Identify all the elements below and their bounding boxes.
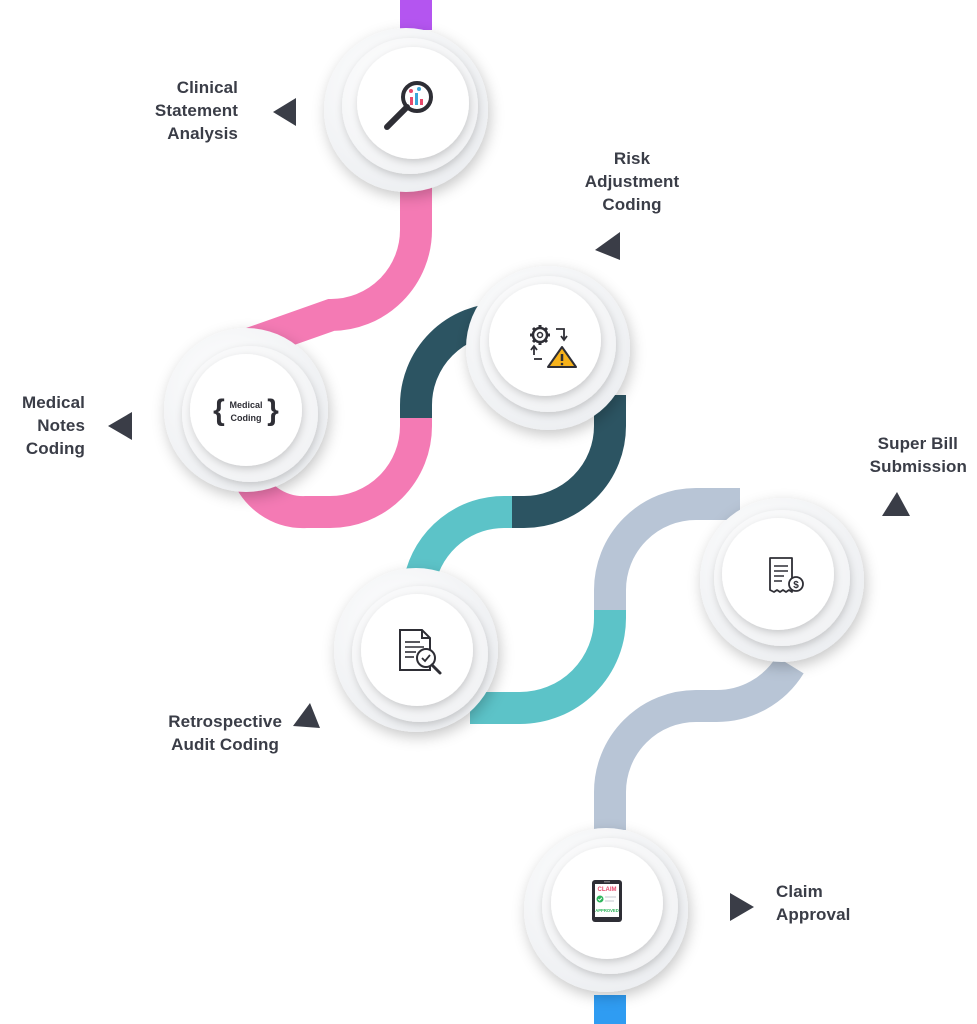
step-label-clinical-statement-analysis: Clinical Statement Analysis [130,76,238,145]
path-segment-pink-lower [230,418,432,529]
label-line: Submission [869,457,967,476]
label-line: Medical [21,393,85,412]
arrow-clinical-statement-analysis [273,98,296,126]
label-line: Statement [154,101,238,120]
step-node-clinical-statement-analysis [324,28,488,192]
step-node-risk-adjustment-coding [466,266,630,430]
medical-coding-braces-icon: { } Medical Coding [213,394,279,427]
label-line: Risk [613,149,651,168]
step-label-retrospective-audit-coding: Retrospective Audit Coding [140,710,282,756]
label-line: Claim [776,882,823,901]
step-label-medical-notes-coding: Medical Notes Coding [0,391,85,460]
label-line: Audit Coding [171,735,279,754]
arrow-retrospective-audit-coding [293,703,320,728]
step-node-claim-approval: CLAIM APPROVED [524,828,688,992]
path-segment-gray-lower [594,656,804,830]
step-node-retrospective-audit-coding [334,568,498,732]
icon-text-approved: APPROVED [595,908,619,913]
icon-text-medical: Medical [229,400,262,410]
arrow-medical-notes-coding [108,412,132,440]
label-line: Approval [776,905,851,924]
gear-warning-icon [530,325,577,368]
step-node-medical-notes-coding: { } Medical Coding [164,328,328,492]
pointer-arrows [108,98,910,921]
label-line: Clinical [176,78,238,97]
icon-text-coding: Coding [231,413,262,423]
arrow-claim-approval [730,893,754,921]
svg-text:$: $ [793,580,799,591]
icon-text-claim: CLAIM [598,887,617,893]
path-segment-pink-upper [240,185,432,361]
path-segment-teal-lower [470,610,626,724]
step-label-super-bill-submission: Super Bill Submission [846,432,967,478]
step-node-super-bill-submission: $ [700,498,864,662]
arrow-super-bill-submission [882,492,910,516]
receipt-dollar-icon: $ [769,557,804,593]
path-segment-dark-lower [512,395,626,528]
step-label-risk-adjustment-coding: Risk Adjustment Coding [572,147,692,216]
claim-approved-tablet-icon: CLAIM APPROVED [592,880,622,922]
path-segment-teal-upper [404,496,512,584]
label-line: Coding [602,195,662,214]
connector-path [230,0,804,1024]
step-label-claim-approval: Claim Approval [776,880,876,926]
label-line: Coding [25,439,85,458]
arrow-risk-adjustment-coding [595,232,620,260]
magnifier-chart-icon [384,81,433,130]
svg-text:{: { [213,394,225,427]
label-line: Notes [37,416,85,435]
svg-text:}: } [267,394,279,427]
label-line: Super Bill [877,434,958,453]
label-line: Retrospective [168,712,282,731]
path-segment-gray-upper [594,488,740,610]
label-line: Analysis [167,124,238,143]
document-audit-icon [399,629,442,675]
label-line: Adjustment [584,172,680,191]
